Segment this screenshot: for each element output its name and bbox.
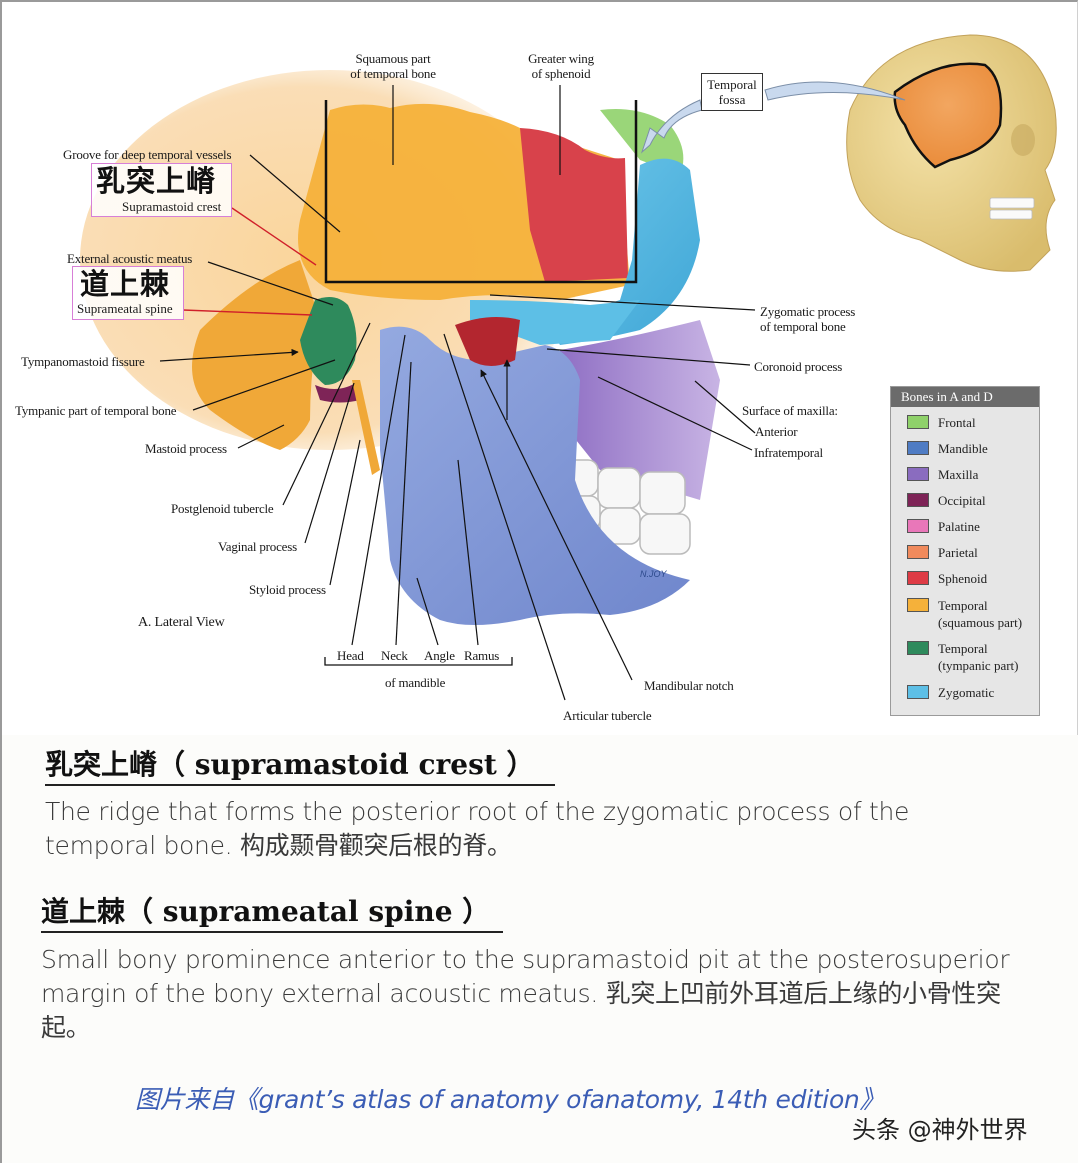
label-supramastoid-en: Supramastoid crest xyxy=(122,199,222,214)
label-coronoid-process: Coronoid process xyxy=(754,359,843,374)
label-groove-deep-temporal-vessels: Groove for deep temporal vessels xyxy=(63,147,232,162)
legend-label: Parietal xyxy=(938,545,978,560)
label-postglenoid-tubercle: Postglenoid tubercle xyxy=(171,501,274,516)
swatch-icon xyxy=(907,519,929,533)
label-temporal-fossa: Temporal fossa xyxy=(701,73,763,111)
label-maxilla-anterior: Anterior xyxy=(755,424,798,439)
label-suprameatal-cn: 道上棘 xyxy=(80,267,171,301)
view-label: A. Lateral View xyxy=(138,615,225,630)
term-heading-suprameatal: 道上棘（ suprameatal spine ） xyxy=(41,895,491,928)
skull-thumbnail xyxy=(846,34,1057,272)
term-description-suprameatal: Small bony prominence anterior to the su… xyxy=(41,945,1010,1042)
label-angle: Angle xyxy=(424,648,455,663)
heading-underline xyxy=(45,784,555,786)
bones-legend: Bones in A and D Frontal Mandible Maxill… xyxy=(890,386,1040,716)
swatch-icon xyxy=(907,493,929,507)
legend-item-temporal-squamous: Temporal (squamous part) xyxy=(907,597,1022,631)
legend-label: Palatine xyxy=(938,519,980,534)
swatch-icon xyxy=(907,545,929,559)
label-supramastoid-cn: 乳突上嵴 xyxy=(96,164,217,198)
skull-lateral-illustration: N.JOY xyxy=(80,34,1057,701)
label-maxilla-infratemporal: Infratemporal xyxy=(754,445,823,460)
label-articular-tubercle: Articular tubercle xyxy=(563,708,652,723)
label-mastoid-process: Mastoid process xyxy=(145,441,227,456)
label-head: Head xyxy=(337,648,364,663)
legend-label: Temporal (squamous part) xyxy=(938,598,1023,630)
highlight-box-supramastoid xyxy=(91,163,232,217)
label-surface-of-maxilla: Surface of maxilla: xyxy=(742,403,838,418)
swatch-icon xyxy=(907,415,929,429)
legend-item-zygomatic: Zygomatic xyxy=(907,684,994,701)
label-greater-wing: Greater wing of sphenoid xyxy=(528,51,594,81)
swatch-icon xyxy=(907,641,929,655)
label-tympanic-part: Tympanic part of temporal bone xyxy=(15,403,177,418)
legend-label: Zygomatic xyxy=(938,685,995,700)
watermark: 头条 @神外世界 xyxy=(852,1116,1028,1144)
swatch-icon xyxy=(907,571,929,585)
label-suprameatal-en: Suprameatal spine xyxy=(77,301,173,316)
label-styloid-process: Styloid process xyxy=(249,582,326,597)
legend-label: Sphenoid xyxy=(938,571,988,586)
legend-item-occipital: Occipital xyxy=(907,492,986,509)
legend-item-maxilla: Maxilla xyxy=(907,466,978,483)
legend-label: Occipital xyxy=(938,493,986,508)
label-external-acoustic-meatus: External acoustic meatus xyxy=(67,251,193,266)
label-tympanomastoid-fissure: Tympanomastoid fissure xyxy=(21,354,145,369)
swatch-icon xyxy=(907,467,929,481)
swatch-icon xyxy=(907,685,929,699)
label-vaginal-process: Vaginal process xyxy=(218,539,297,554)
legend-item-temporal-tympanic: Temporal (tympanic part) xyxy=(907,640,1019,674)
legend-label: Frontal xyxy=(938,415,976,430)
highlight-box-suprameatal xyxy=(72,266,184,320)
source-citation: 图片来自《grant’s atlas of anatomy ofanatomy,… xyxy=(135,1085,885,1114)
label-ramus: Ramus xyxy=(464,648,500,663)
description-panel xyxy=(2,735,1078,1163)
label-zygomatic-process: Zygomatic process of temporal bone xyxy=(760,304,856,334)
label-squamous-part: Squamous part of temporal bone xyxy=(350,51,436,81)
legend-label: Maxilla xyxy=(938,467,979,482)
legend-title: Bones in A and D xyxy=(891,387,1039,407)
label-of-mandible: of mandible xyxy=(385,675,446,690)
legend-label: Mandible xyxy=(938,441,988,456)
term-description-supramastoid: The ridge that forms the posterior root … xyxy=(45,797,910,860)
swatch-icon xyxy=(907,441,929,455)
legend-label: Temporal (tympanic part) xyxy=(938,641,1019,673)
artist-signature: N.JOY xyxy=(640,569,668,579)
legend-item-parietal: Parietal xyxy=(907,544,978,561)
term-heading-supramastoid: 乳突上嵴（ supramastoid crest ） xyxy=(45,748,535,781)
swatch-icon xyxy=(907,598,929,612)
legend-item-palatine: Palatine xyxy=(907,518,980,535)
legend-item-sphenoid: Sphenoid xyxy=(907,570,987,587)
heading-underline xyxy=(41,931,503,933)
legend-item-mandible: Mandible xyxy=(907,440,988,457)
label-neck: Neck xyxy=(381,648,408,663)
legend-item-frontal: Frontal xyxy=(907,414,976,431)
label-mandibular-notch: Mandibular notch xyxy=(644,678,734,693)
